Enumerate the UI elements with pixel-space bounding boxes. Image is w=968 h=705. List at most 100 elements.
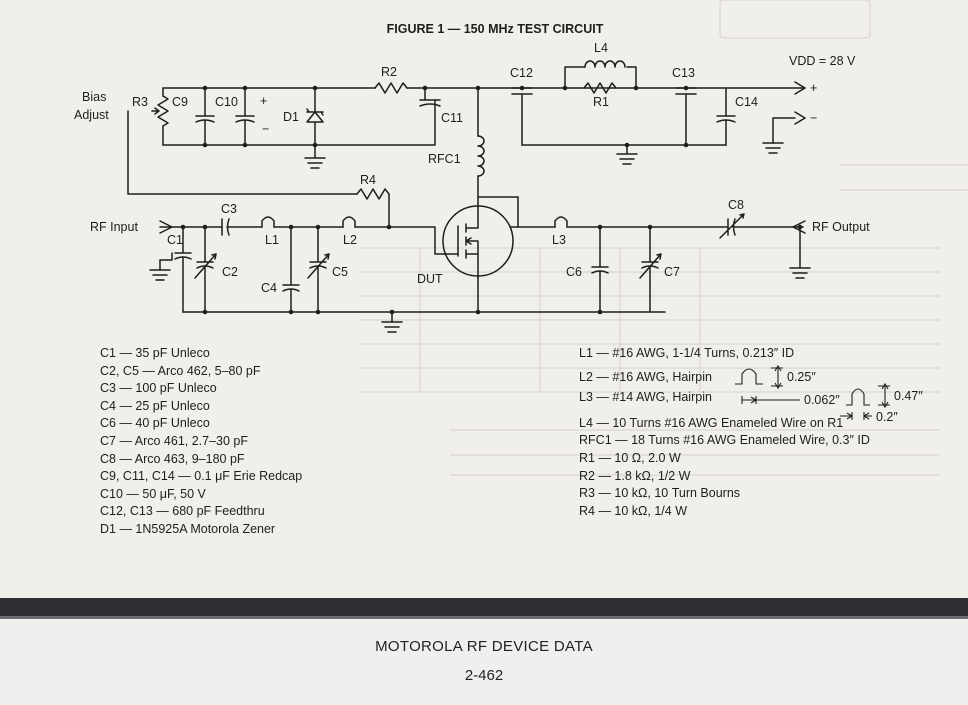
label-l4: L4 [594,41,608,55]
vdd-minus-terminal [772,111,806,144]
dim-l2-spacing: 0.062″ [804,393,840,407]
label-d1: D1 [283,110,299,124]
label-c10-plus: + [260,94,267,108]
hairpin-l3-height-arrow [878,382,890,409]
wire-l4-branch [564,66,637,89]
wire-bias-feed [127,110,358,195]
capacitor-c11 [419,87,441,107]
inductor-l4 [584,60,626,68]
label-c13: C13 [672,66,695,80]
capacitor-c13 [675,87,697,146]
label-c2: C2 [222,265,238,279]
page-background [0,0,968,600]
label-dut: DUT [417,272,443,286]
label-c10: C10 [215,95,238,109]
footer-title: MOTOROLA RF DEVICE DATA [375,638,593,655]
part-l4: L4 — 10 Turns #16 AWG Enameled Wire on R… [579,415,844,430]
label-l2: L2 [343,233,357,247]
part-l2: L2 — #16 AWG, Hairpin [579,369,712,384]
label-vdd-minus: − [810,111,817,125]
ground-rf-out [789,257,811,279]
part-c3: C3 — 100 pF Unleco [100,381,217,396]
label-rfc1: RFC1 [428,152,461,166]
part-c12-c13: C12, C13 — 680 pF Feedthru [100,504,265,519]
label-vdd-plus: + [810,81,817,95]
part-c8: C8 — Arco 463, 9–180 pF [100,451,245,466]
label-rf-input: RF Input [90,220,138,234]
label-c8: C8 [728,198,744,212]
part-c9-c11-c14: C9, C11, C14 — 0.1 μF Erie Redcap [100,469,303,484]
capacitor-c6 [591,226,609,313]
ground-d1 [304,144,326,169]
part-r4: R4 — 10 kΩ, 1/4 W [579,503,687,518]
wire-rfc1-bottom [477,175,519,198]
label-vdd: VDD = 28 V [789,54,856,68]
label-c5: C5 [332,265,348,279]
inductor-l1 [261,216,275,228]
capacitor-c1 [174,226,192,313]
resistor-r1 [583,82,617,94]
label-c6: C6 [566,265,582,279]
label-l3: L3 [552,233,566,247]
dim-l3-spacing: 0.2″ [876,410,898,424]
junction-dots [180,85,803,315]
footer-area [0,619,968,705]
figure-title: FIGURE 1 — 150 MHz TEST CIRCUIT [387,22,604,36]
resistor-r4 [356,188,390,200]
capacitor-c3 [221,218,263,236]
hairpin-l2-sketch [735,368,763,385]
parts-list-right: L1 — #16 AWG, 1-1/4 Turns, 0.213″ ID L2 … [579,345,870,520]
page-divider-edge [0,616,968,619]
ground-main [381,311,403,333]
part-r1: R1 — 10 Ω, 2.0 W [579,450,681,465]
label-r2: R2 [381,65,397,79]
part-rfc1: RFC1 — 18 Turns #16 AWG Enameled Wire, 0… [579,433,870,448]
hairpin-l2-spacing-arrow [741,396,800,404]
dut-mosfet [457,196,519,279]
bleed-through-table [360,0,968,476]
label-c1: C1 [167,233,183,247]
label-l1: L1 [265,233,279,247]
ground-feedthru [616,144,638,165]
label-c4: C4 [261,281,277,295]
capacitor-c5 [307,226,330,313]
inductor-l2 [342,216,356,228]
part-c10: C10 — 50 μF, 50 V [100,486,206,501]
part-c4: C4 — 25 pF Unleco [100,398,210,413]
zener-d1 [306,87,324,146]
wire-c1-ground [159,252,173,261]
capacitor-c12 [511,87,533,146]
part-c2-c5: C2, C5 — Arco 462, 5–80 pF [100,363,261,378]
inductor-l3 [554,216,568,228]
rf-output-connector [792,220,806,234]
hairpin-l3-spacing-arrow [840,412,872,420]
wire-gate [354,226,459,255]
part-c1: C1 — 35 pF Unleco [100,346,210,360]
page-divider-band [0,598,968,616]
dim-l3-height: 0.47″ [894,389,923,403]
label-c3: C3 [221,202,237,216]
capacitor-c9 [195,87,215,146]
label-adjust: Adjust [74,108,109,122]
part-l3: L3 — #14 AWG, Hairpin [579,390,712,405]
label-rf-output: RF Output [812,220,870,234]
hairpin-l2-height-arrow [771,364,783,390]
capacitor-c4 [282,226,300,313]
capacitor-c8 [719,213,745,239]
part-l1: L1 — #16 AWG, 1-1/4 Turns, 0.213″ ID [579,346,795,360]
dim-l2-height: 0.25″ [787,370,816,384]
test-circuit-schematic: FIGURE 1 — 150 MHz TEST CIRCUIT [74,22,923,424]
capacitor-c2 [194,226,217,313]
ground-vdd [762,142,784,154]
vdd-plus-terminal [794,81,806,95]
label-bias: Bias [82,90,106,104]
label-c10-minus: − [262,122,269,136]
part-c6: C6 — 40 pF Unleco [100,416,210,431]
parts-list-left: C1 — 35 pF Unleco C2, C5 — Arco 462, 5–8… [100,345,302,539]
capacitor-c7 [639,226,662,313]
wire-bias-bottom [162,99,436,146]
r3-wiper-arrow [151,107,160,115]
label-c11: C11 [441,111,463,125]
part-c7: C7 — Arco 461, 2.7–30 pF [100,433,249,448]
capacitor-c14 [716,87,736,146]
